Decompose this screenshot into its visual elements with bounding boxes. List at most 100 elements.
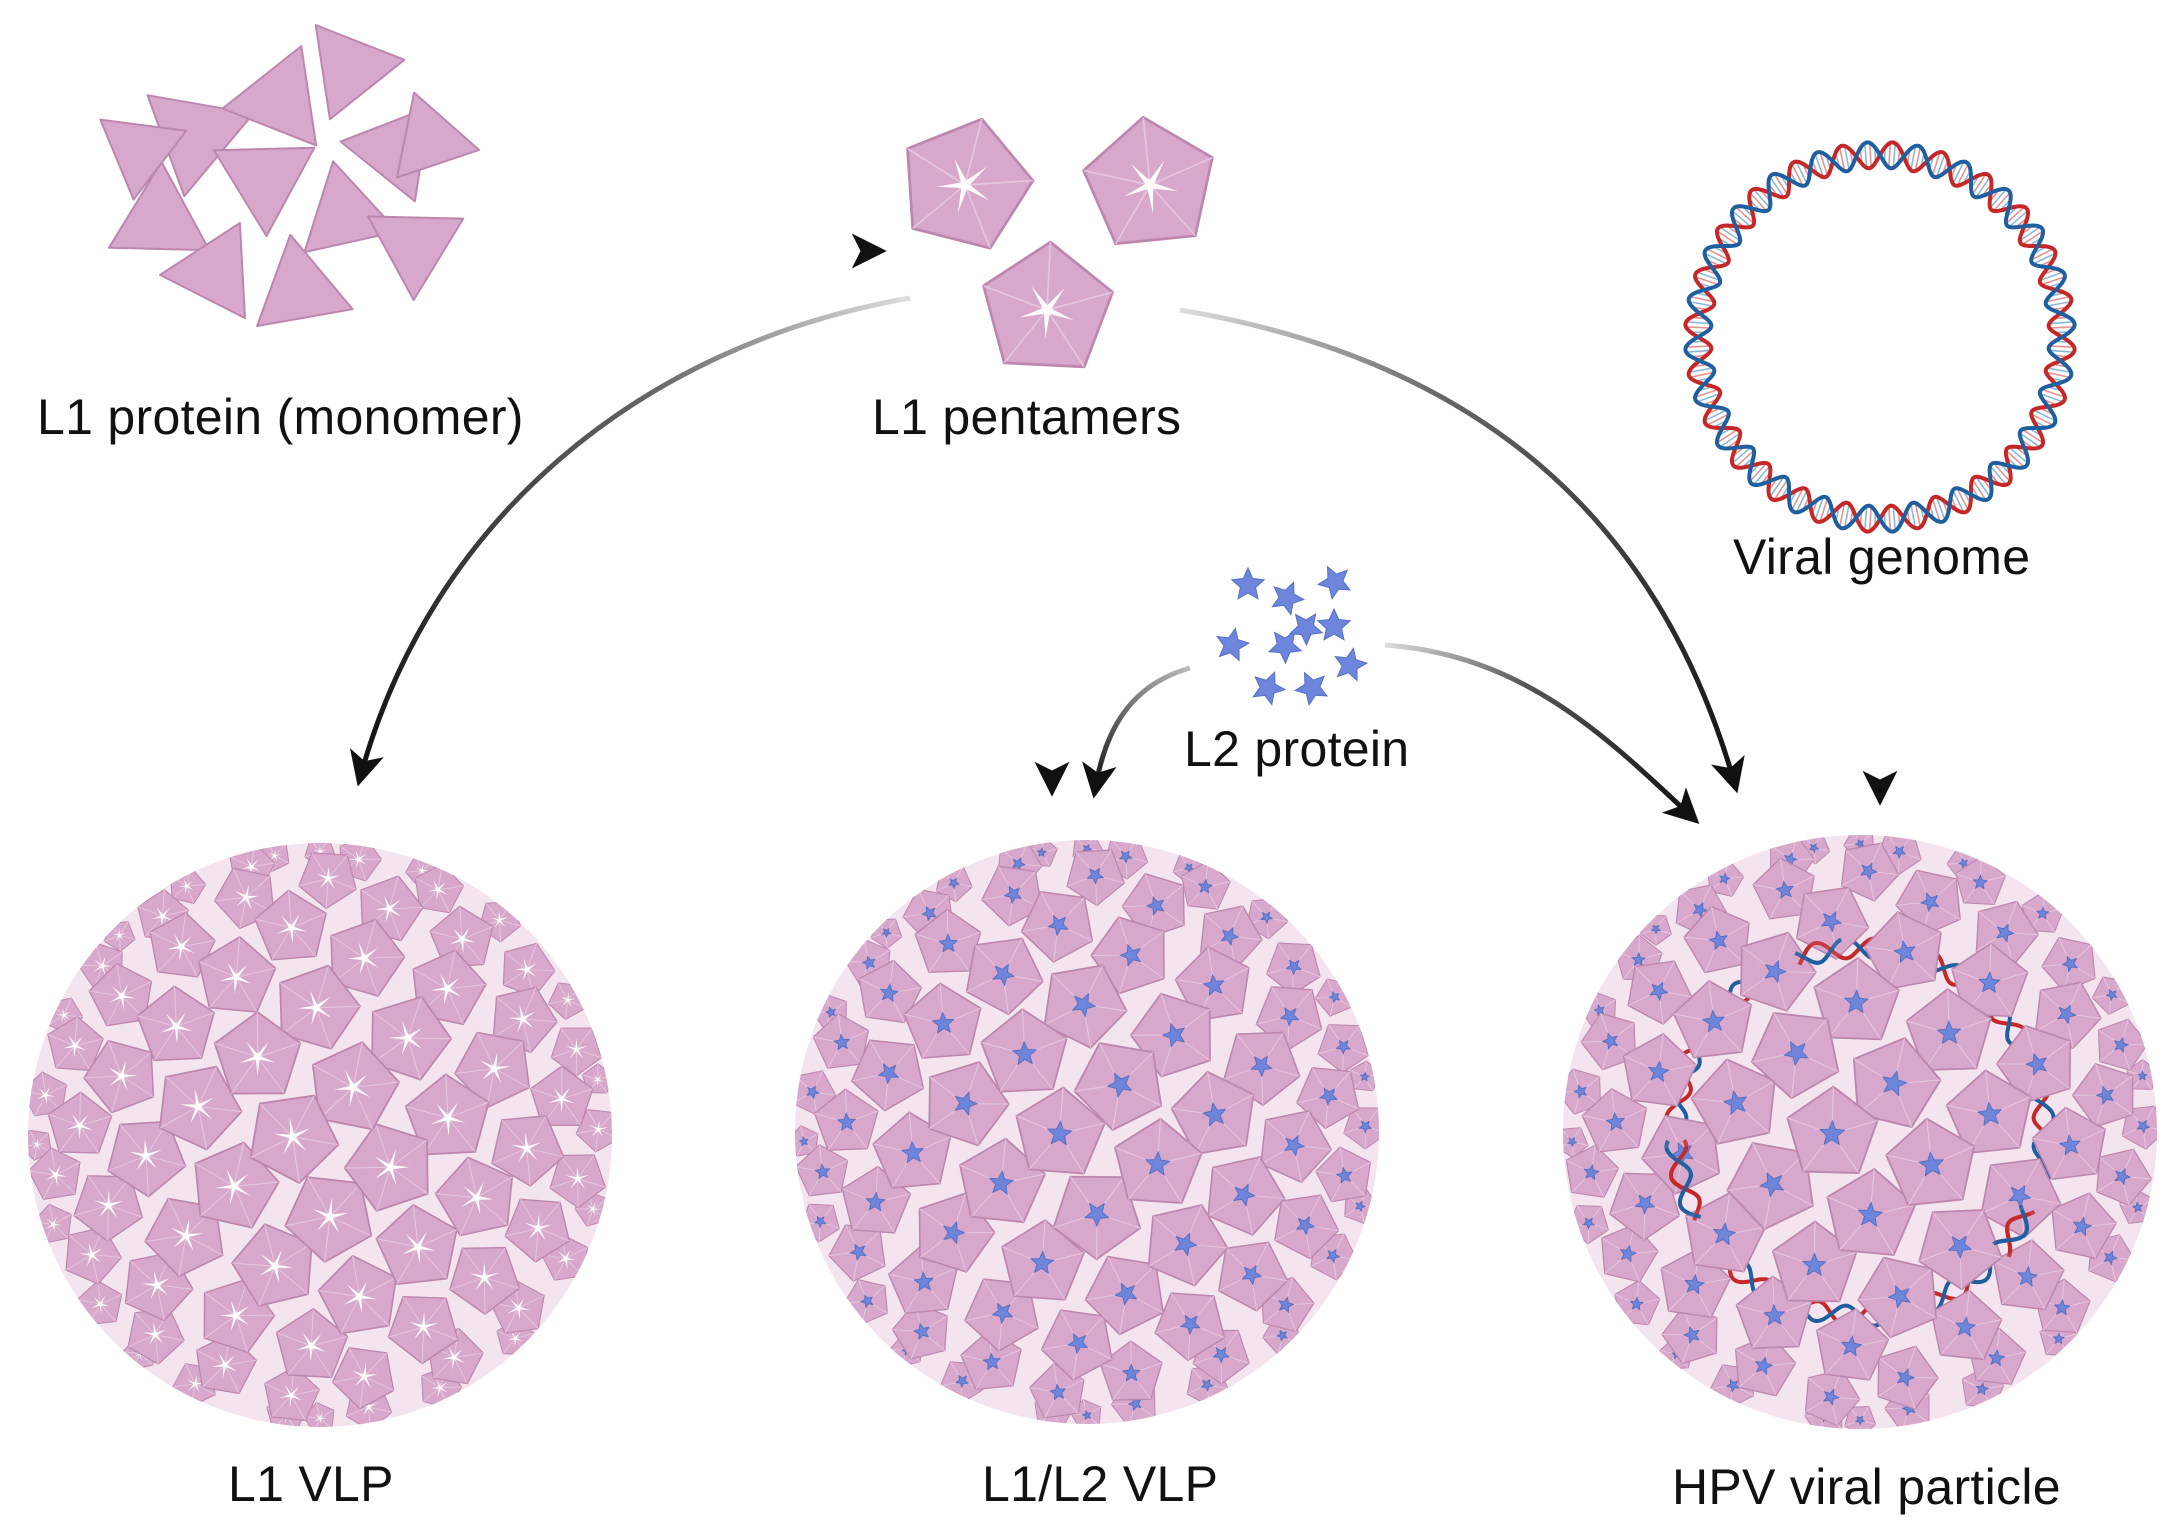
l2-star-icon: [1316, 565, 1352, 601]
arrow-pentamers-to-hpv: [1179, 307, 1745, 794]
capsid-pentamer: [1066, 849, 1125, 907]
l2-star-icon: [1619, 1244, 1638, 1263]
capsid-pentamer: [1786, 1085, 1879, 1174]
pentamer-pore: [151, 906, 173, 928]
capsid-pentamer: [795, 1070, 837, 1116]
capsid-pentamer: [1734, 1333, 1797, 1397]
pentamer-pore: [589, 1119, 608, 1138]
l2-star-icon: [2113, 1036, 2130, 1054]
l1-monomer-triangle: [256, 233, 354, 327]
capsid-pentamer: [550, 1027, 603, 1077]
l2-star-icon: [1283, 1134, 1306, 1157]
capsid-pentamer: [1084, 1255, 1165, 1336]
l2-star-icon: [1295, 1215, 1316, 1236]
l2-star-icon: [865, 1191, 887, 1212]
label-l1-vlp: L1 VLP: [228, 1456, 394, 1512]
pentamer-pore: [430, 973, 462, 1005]
pentamer-pore: [936, 158, 990, 213]
pentamer-pore: [219, 962, 252, 995]
l2-star-icon: [1917, 1151, 1945, 1177]
dna-strand-blue: [1664, 1147, 1693, 1195]
capsid-pentamer: [1154, 1292, 1226, 1362]
arrows: [350, 233, 1898, 825]
l2-star-icon: [991, 1302, 1014, 1325]
l2-star-icon: [1179, 1314, 1201, 1336]
l2-star-icon: [2114, 1167, 2132, 1186]
l2-star-icon: [849, 1243, 867, 1261]
capsid-pentamer: [1627, 960, 1693, 1025]
l2-star-icon: [1820, 910, 1843, 933]
l2-star-icon: [2131, 1201, 2144, 1213]
l2-star-icon: [1650, 924, 1662, 935]
capsid-pentamer: [1840, 842, 1900, 902]
capsid-pentamer: [828, 1224, 886, 1282]
pentamer-pore: [565, 1166, 590, 1189]
l2-star-icon: [955, 1374, 970, 1389]
capsid-pentamer: [1217, 1241, 1289, 1312]
capsid-pentamer: [575, 1109, 612, 1153]
l2-star-icon: [1121, 1363, 1141, 1382]
l2-star-icon: [1634, 1194, 1656, 1215]
l2-star-icon: [1976, 1101, 2003, 1127]
pentamer-pore: [234, 884, 260, 910]
l1l2-vlp-capsid: [795, 840, 1379, 1424]
l2-star-icon: [1808, 842, 1820, 854]
l2-star-icon: [1183, 862, 1195, 874]
pentamer-pore: [178, 878, 194, 894]
label-l2-protein: L2 protein: [1184, 721, 1410, 777]
l2-star-icon: [1288, 612, 1324, 647]
pentamer-pore: [565, 1038, 587, 1059]
capsid-pentamer: [107, 1120, 187, 1198]
l2-star-icon: [1144, 1150, 1171, 1176]
pentamer-pore: [112, 928, 126, 942]
l2-star-icon: [813, 1215, 827, 1229]
l2-star-icon: [1801, 1252, 1827, 1277]
l1-pentamer: [906, 117, 1035, 250]
pentamer-pore: [430, 1379, 448, 1397]
l2-star-icon: [1701, 1009, 1726, 1033]
l2-star-icon: [1174, 1232, 1198, 1257]
l1-pentamer: [982, 240, 1114, 369]
pentamer-pore: [347, 942, 379, 975]
l2-star-icon: [1202, 973, 1225, 997]
capsid-pentamer: [1661, 1305, 1718, 1365]
l2-star-icon: [1718, 872, 1731, 885]
l2-star-icon: [1764, 959, 1788, 984]
l2-star-icon: [1083, 1202, 1110, 1228]
l2-star-icon: [1216, 627, 1251, 662]
l2-star-icon: [1896, 1367, 1916, 1388]
pentamer-pore: [430, 1102, 466, 1137]
capsid-pentamer: [1690, 1058, 1776, 1145]
l2-star-icon: [881, 927, 892, 938]
pentamer-pore: [259, 1249, 294, 1284]
l2-star-icon: [1197, 878, 1214, 894]
label-l1l2-vlp: L1/L2 VLP: [982, 1456, 1219, 1512]
capsid-pentamer: [891, 1302, 948, 1360]
pentamer-pore: [314, 1412, 327, 1425]
l2-star-icon: [1086, 867, 1105, 885]
pentamer-pore: [313, 845, 327, 858]
capsid-pentamer: [2071, 1063, 2134, 1128]
l2-star-icon: [982, 1352, 1002, 1371]
l2-star-icon: [1114, 1282, 1138, 1306]
capsid-pentamer: [1147, 1204, 1229, 1287]
capsid-pentamer: [1581, 1088, 1648, 1153]
l2-star-icon: [2035, 906, 2050, 920]
dna-strand-blue: [1996, 1204, 2030, 1245]
capsid-pentamer: [980, 1008, 1068, 1093]
l2-star-icon: [1758, 1171, 1785, 1198]
l2-star-icon: [798, 1135, 809, 1147]
capsid-pentamer: [491, 1115, 565, 1187]
capsid-pentamer: [1266, 942, 1321, 996]
capsid-pentamer: [1207, 1156, 1286, 1236]
pentamer-pore: [66, 1113, 93, 1140]
capsid-pentamer: [1609, 1172, 1681, 1241]
capsid-pentamer: [331, 1347, 395, 1410]
pentamer-pore: [479, 1052, 511, 1084]
capsid-pentamer: [279, 964, 361, 1050]
l2-star-icon: [861, 955, 877, 971]
l2-star-icon: [1335, 1166, 1353, 1184]
dna-strand-red: [1683, 140, 2077, 534]
capsid-pentamer: [870, 918, 903, 949]
l2-star-icon: [1649, 981, 1669, 1002]
